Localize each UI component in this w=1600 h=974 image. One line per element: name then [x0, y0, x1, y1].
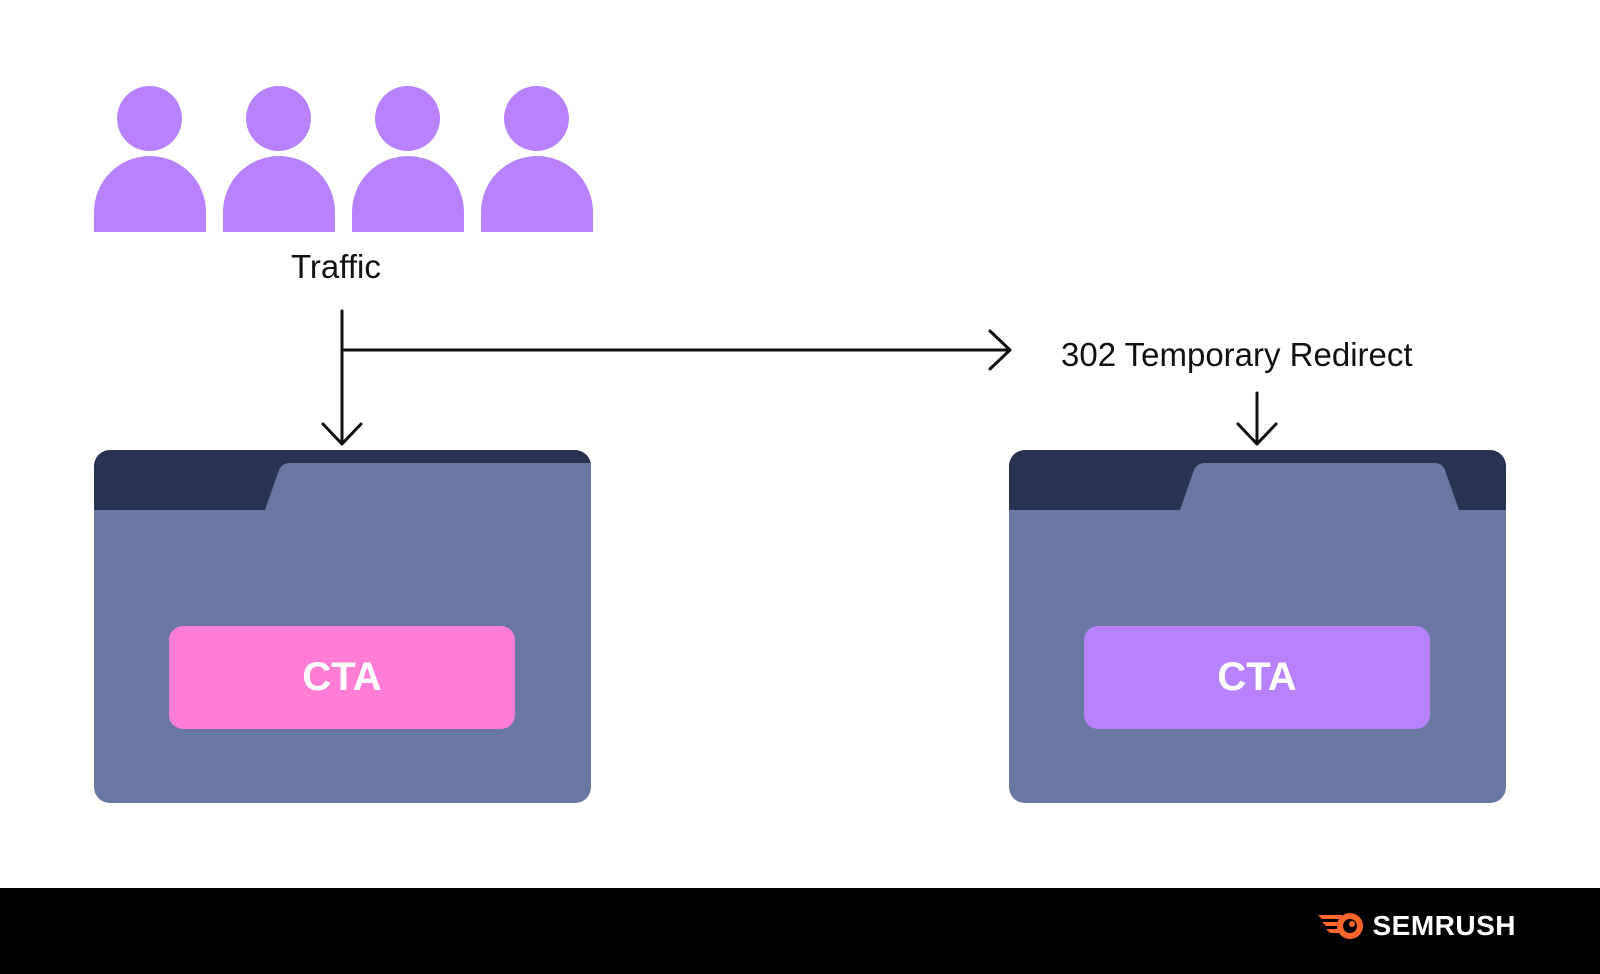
brand-name: SEMRUSH [1372, 910, 1516, 941]
semrush-logo-icon [1318, 913, 1364, 939]
redirect-target-page-window: CTA [1009, 450, 1506, 803]
arrow-down-icon [321, 422, 363, 446]
cta-button[interactable]: CTA [1084, 626, 1430, 729]
person-icon [223, 86, 335, 232]
arrow-down-icon [1236, 422, 1278, 446]
browser-tab-icon [1180, 463, 1459, 510]
person-icon [352, 86, 464, 232]
original-page-window: CTA [94, 450, 591, 803]
person-icon [94, 86, 206, 232]
browser-tab-icon [265, 463, 591, 510]
footer-bar: SEMRUSH [0, 888, 1600, 974]
brand-logo: SEMRUSH [1316, 910, 1516, 942]
redirect-label: 302 Temporary Redirect [1061, 336, 1413, 373]
person-icon [481, 86, 593, 232]
cta-button[interactable]: CTA [169, 626, 515, 729]
arrow-right-icon [988, 329, 1012, 371]
traffic-label: Traffic [291, 248, 381, 285]
